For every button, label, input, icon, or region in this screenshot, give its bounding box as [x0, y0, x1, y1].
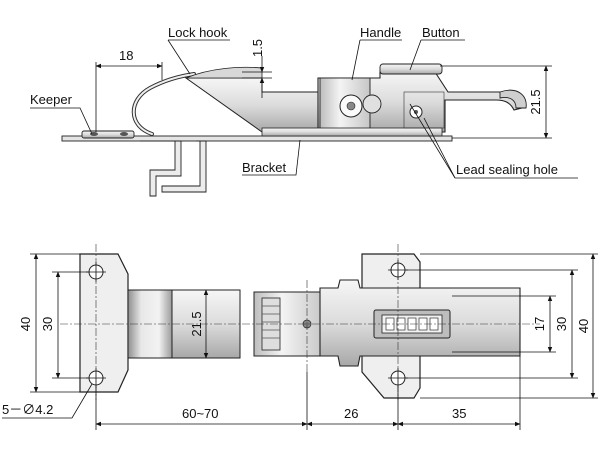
bracket-lower-z — [140, 140, 182, 197]
label-lock-hook: Lock hook — [168, 25, 228, 40]
dim-bottom-60-70: 60~70 — [182, 406, 219, 421]
side-view: 18 1.5 21.5 Lock hook Handle Button Keep… — [30, 25, 578, 197]
dim-bottom-26: 26 — [344, 406, 358, 421]
lock-hook-wire — [131, 72, 196, 136]
spring-roller-icon — [362, 94, 382, 114]
dim-top-18: 18 — [119, 48, 133, 63]
dim-right-40: 40 — [576, 319, 591, 333]
plan-view: 40 30 21.5 17 30 40 60~70 26 35 — [2, 244, 598, 430]
hinge-base-plate — [261, 127, 443, 137]
keeper-plate-plan — [79, 253, 129, 393]
keeper-screw-icon — [90, 132, 98, 136]
label-bracket: Bracket — [242, 160, 286, 175]
dim-bottom-35: 35 — [452, 406, 466, 421]
label-button: Button — [422, 25, 460, 40]
label-handle: Handle — [360, 25, 401, 40]
bracket-step — [161, 140, 207, 193]
base-plate — [61, 135, 453, 142]
dim-mid-21-5: 21.5 — [189, 311, 204, 336]
label-keeper: Keeper — [30, 92, 73, 107]
button-cap — [379, 63, 443, 75]
keeper-screw-icon — [120, 132, 128, 136]
dim-left-30: 30 — [40, 317, 55, 331]
dim-right-17: 17 — [532, 317, 547, 331]
dim-top-1-5: 1.5 — [250, 39, 265, 57]
dim-left-40: 40 — [18, 317, 33, 331]
latch-body — [184, 77, 321, 133]
dim-top-21-5: 21.5 — [528, 89, 543, 114]
handle-tip — [499, 89, 527, 109]
dim-bottom-holes: 5－∅4.2 — [2, 402, 53, 417]
dim-right-30: 30 — [554, 317, 569, 331]
label-lead-sealing-hole: Lead sealing hole — [456, 162, 558, 177]
